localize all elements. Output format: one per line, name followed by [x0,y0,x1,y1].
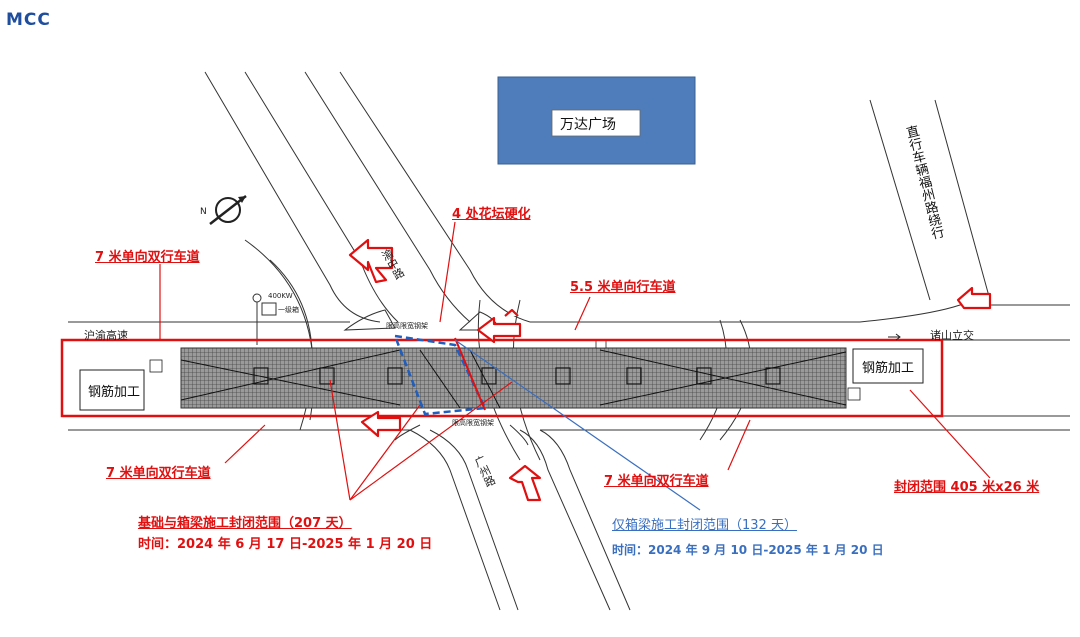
power-sublabel: 一级箱 [278,306,299,314]
box-phase-time: 时间：2024 年 9 月 10 日-2025 年 1 月 20 日 [612,543,884,557]
construction-grid [180,347,847,409]
turn-arrow-east [956,286,992,310]
turn-arrow-center [476,316,522,344]
road-name-west: 沪渝高速 [84,329,128,342]
turn-arrow-top [348,238,394,284]
foundation-phase-time: 时间：2024 年 6 月 17 日-2025 年 1 月 20 日 [138,537,433,552]
building-label: 万达广场 [560,117,616,133]
closure-boundary [60,338,944,418]
foundation-phase-title: 基础与箱梁施工封闭范围（207 天） [138,516,352,531]
turn-arrow-bottom [360,410,402,438]
label-flowerbed: 4 处花坛硬化 [452,207,531,222]
label-east-bottom: 7 米单向双行车道 [604,474,709,489]
steel-label-right: 钢筋加工 [862,361,915,376]
compass-icon: N [200,195,247,225]
label-closure-size: 封闭范围 405 米x26 米 [894,480,1040,495]
mcc-logo: MCC [6,10,51,30]
label-west-bottom: 7 米单向双行车道 [106,466,211,481]
turn-arrow-south [508,464,542,502]
power-label: 400KW [268,292,293,300]
limit-label-top: 限高限宽钢架 [386,322,428,330]
steel-label-left: 钢筋加工 [88,385,141,400]
road-name-east: 诸山立交 [930,329,974,342]
label-west-top: 7 米单向双行车道 [95,250,200,265]
svg-text:N: N [200,207,207,217]
limit-label-bottom: 限高限宽钢架 [452,419,494,427]
label-east-top: 5.5 米单向行车道 [570,280,676,295]
box-phase-title: 仅箱梁施工封闭范围（132 天） [612,518,797,533]
